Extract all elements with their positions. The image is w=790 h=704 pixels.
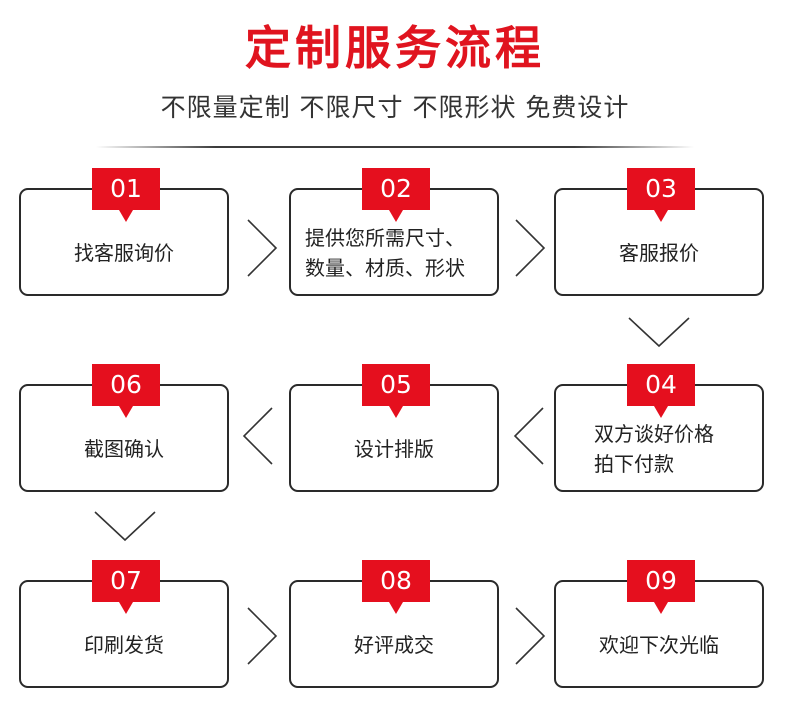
step-number-badge: 06: [92, 364, 160, 418]
arrow-down-icon: [94, 511, 156, 542]
step-label: 提供您所需尺寸、 数量、材质、形状: [305, 226, 465, 280]
arrow-right-icon: [247, 607, 278, 665]
step-label: 设计排版: [354, 437, 434, 461]
step-box-08: 08 好评成交: [289, 560, 499, 688]
step-box-03: 03 客服报价: [554, 168, 764, 296]
step-box-02: 02 提供您所需尺寸、 数量、材质、形状: [289, 168, 499, 296]
step-number-badge: 04: [627, 364, 695, 418]
step-number-badge: 03: [627, 168, 695, 222]
page-title: 定制服务流程: [245, 21, 545, 75]
step-box-05: 05 设计排版: [289, 364, 499, 492]
step-number-badge: 08: [362, 560, 430, 614]
step-label: 双方谈好价格 拍下付款: [594, 422, 714, 476]
step-box-06: 06 截图确认: [19, 364, 229, 492]
step-box-09: 09 欢迎下次光临: [554, 560, 764, 688]
page-subtitle: 不限量定制 不限尺寸 不限形状 免费设计: [160, 93, 630, 122]
step-number-badge: 02: [362, 168, 430, 222]
step-number-badge: 09: [627, 560, 695, 614]
step-label: 找客服询价: [74, 241, 174, 265]
arrow-right-icon: [515, 219, 546, 277]
step-number-badge: 05: [362, 364, 430, 418]
step-label: 截图确认: [84, 437, 164, 461]
arrow-right-icon: [515, 607, 546, 665]
step-box-07: 07 印刷发货: [19, 560, 229, 688]
step-box-01: 01 找客服询价: [19, 168, 229, 296]
arrow-left-icon: [513, 407, 544, 465]
step-label: 客服报价: [619, 241, 699, 265]
divider: [96, 146, 694, 148]
step-label: 印刷发货: [84, 633, 164, 657]
step-number-badge: 07: [92, 560, 160, 614]
step-label: 欢迎下次光临: [599, 633, 719, 657]
step-box-04: 04 双方谈好价格 拍下付款: [554, 364, 764, 492]
arrow-right-icon: [247, 219, 278, 277]
step-number-badge: 01: [92, 168, 160, 222]
step-label: 好评成交: [354, 633, 434, 657]
arrow-left-icon: [242, 407, 273, 465]
arrow-down-icon: [628, 317, 690, 348]
